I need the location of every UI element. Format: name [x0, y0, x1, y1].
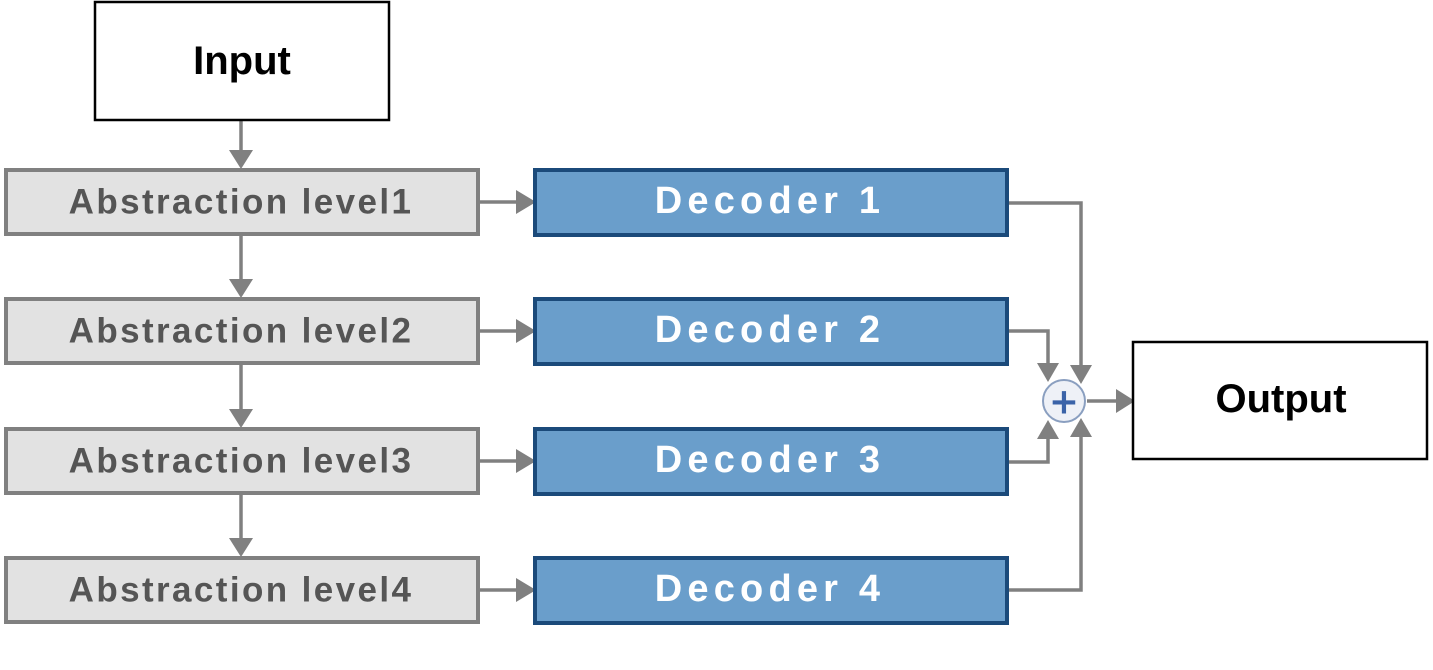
abstraction-level-box	[4, 168, 480, 236]
abstraction-level-3: Abstraction level3	[4, 427, 480, 495]
abstraction-level-label: Abstraction level2	[69, 312, 414, 351]
decoder-3: Decoder 3	[533, 427, 1009, 496]
arrowhead	[1037, 420, 1059, 439]
arrowhead	[1070, 418, 1092, 437]
edge-decoder1-to-sum	[1008, 201, 1083, 370]
sum-node: +	[1042, 379, 1086, 423]
decoder-box	[533, 297, 1009, 366]
decoder-label: Decoder 3	[655, 439, 886, 481]
arrowhead	[1116, 389, 1135, 413]
decoder-4: Decoder 4	[533, 556, 1009, 625]
output-box	[1131, 340, 1429, 461]
abstraction-level-1: Abstraction level1	[4, 168, 480, 236]
input-label: Input	[193, 39, 291, 83]
decoders: Decoder 1 Decoder 2 Decoder 3 Decoder 4	[533, 168, 1009, 625]
connectors	[229, 120, 1135, 602]
arrowhead	[516, 578, 536, 602]
decoder-box	[533, 427, 1009, 496]
output-label: Output	[1215, 377, 1346, 421]
abstraction-level-label: Abstraction level1	[69, 183, 414, 222]
abstraction-level-label: Abstraction level3	[69, 442, 414, 481]
arrowhead	[229, 409, 253, 428]
edge-decoder2-to-sum	[1008, 329, 1050, 368]
decoder-box	[533, 168, 1009, 237]
decoder-label: Decoder 1	[655, 180, 886, 222]
sum-circle	[1042, 379, 1086, 423]
abstraction-level-box	[4, 297, 480, 365]
edge-decoder3-to-sum	[1008, 434, 1050, 464]
arrowhead	[516, 190, 536, 214]
decoder-2: Decoder 2	[533, 297, 1009, 366]
decoder-label: Decoder 4	[655, 568, 886, 610]
output-node: Output	[1131, 340, 1429, 461]
decoder-label: Decoder 2	[655, 309, 886, 351]
decoder-box	[533, 556, 1009, 625]
arrowhead	[229, 538, 253, 557]
input-box	[93, 0, 391, 122]
arrowhead	[516, 449, 536, 473]
abstraction-level-box	[4, 427, 480, 495]
plus-icon: +	[1049, 382, 1079, 423]
arrowhead	[229, 279, 253, 298]
edge-decoder4-to-sum	[1008, 432, 1083, 592]
abstraction-level-4: Abstraction level4	[4, 556, 480, 624]
arrowhead	[516, 319, 536, 343]
abstraction-levels: Abstraction level1 Abstraction level2 Ab…	[4, 168, 480, 624]
input-node: Input	[93, 0, 391, 122]
arrowhead	[229, 150, 253, 169]
arrowhead	[1037, 363, 1059, 382]
abstraction-level-2: Abstraction level2	[4, 297, 480, 365]
arrowhead	[1070, 365, 1092, 384]
abstraction-level-label: Abstraction level4	[69, 571, 414, 610]
abstraction-level-box	[4, 556, 480, 624]
decoder-1: Decoder 1	[533, 168, 1009, 237]
